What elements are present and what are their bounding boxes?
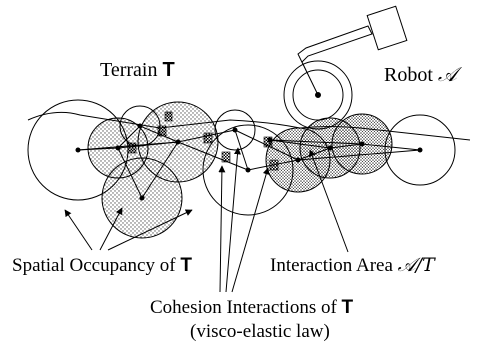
spring-element	[221, 151, 231, 163]
terrain-surface	[27, 111, 471, 141]
cohesion-interactions-text: Cohesion Interactions of	[150, 297, 337, 318]
terrain-label: Terrain T	[100, 60, 175, 80]
robot-body	[366, 5, 408, 51]
interaction-area-text: Interaction Area	[270, 255, 393, 276]
particle-centers	[75, 123, 423, 201]
interaction-area-label: Interaction Area 𝒜/T	[270, 254, 435, 276]
robot	[283, 5, 408, 130]
spring-elements	[127, 111, 279, 171]
interaction-symbol: 𝒜/T	[397, 254, 435, 276]
robot-arm	[297, 25, 373, 96]
cohesion-symbol: T	[341, 297, 354, 318]
robot-wheel-inner	[292, 69, 344, 121]
visco-elastic-label: (visco-elastic law)	[190, 321, 330, 342]
robot-label: Robot 𝒜	[384, 64, 457, 85]
terrain-label-text: Terrain	[100, 59, 158, 81]
spatial-occupancy-label: Spatial Occupancy of T	[12, 256, 192, 275]
robot-label-text: Robot	[384, 64, 433, 86]
terrain-particle	[137, 101, 219, 183]
terrain-particle	[87, 117, 149, 179]
annotation-arrows	[64, 147, 349, 293]
terrain-particle	[202, 124, 294, 216]
terrain-particle	[101, 157, 183, 239]
spring-element	[157, 125, 167, 137]
cohesion-interactions-label: Cohesion Interactions of T	[150, 298, 353, 317]
spring-element	[164, 111, 173, 122]
spatial-occupancy-text: Spatial Occupancy of	[12, 255, 176, 276]
terrain-symbol: T	[162, 59, 175, 81]
spring-element	[269, 159, 279, 171]
terrain-particle	[384, 114, 456, 186]
robot-wheel-outer	[283, 60, 353, 130]
spatial-symbol: T	[180, 255, 192, 276]
terrain-particles	[27, 99, 456, 239]
spring-element	[263, 136, 273, 148]
terrain-particle	[331, 113, 393, 175]
robot-symbol: 𝒜	[437, 62, 457, 86]
terrain-particle	[299, 117, 361, 179]
spring-element	[127, 142, 137, 154]
spring-element	[203, 132, 213, 144]
